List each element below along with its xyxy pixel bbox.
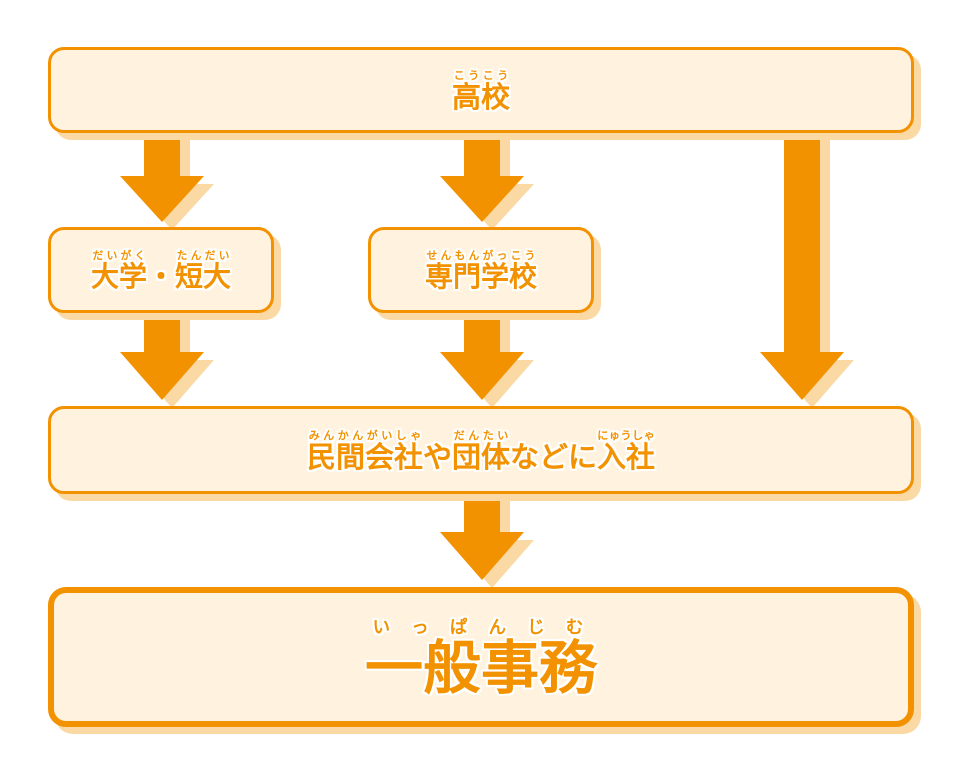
vocational-school-label: 専門学校せんもんがっこう	[424, 249, 537, 293]
general-office-node: 一般事務いっぱんじむ	[48, 587, 914, 727]
arrow-univ-job	[120, 310, 204, 400]
join-company-ruby: にゅうしゃ	[597, 428, 656, 442]
junior-college-ruby: たんだい	[175, 249, 232, 262]
arrow-job-gen	[440, 489, 524, 580]
arrows	[120, 132, 844, 580]
general-office-label: 一般事務いっぱんじむ	[364, 617, 597, 702]
university-node: 大学だいがく・短大たんだい	[48, 227, 274, 313]
private-company-ruby: みんかんがいしゃ	[306, 428, 423, 442]
general-office-ruby: いっぱんじむ	[364, 617, 597, 638]
arrow-hs-job	[760, 132, 844, 400]
university-ruby: だいがく	[90, 249, 147, 262]
employment-node: 民間会社みんかんがいしゃや団体だんたいなどに入社にゅうしゃ	[48, 406, 914, 494]
vocational-school-node: 専門学校せんもんがっこう	[368, 227, 594, 313]
arrow-hs-univ	[120, 132, 204, 222]
high-school-label: 高校こうこう	[451, 68, 510, 114]
employment-label: 民間会社みんかんがいしゃや団体だんたいなどに入社にゅうしゃ	[306, 428, 656, 474]
high-school-ruby: こうこう	[451, 68, 510, 82]
university-label: 大学だいがく・短大たんだい	[90, 249, 232, 293]
arrow-voc-job	[440, 310, 524, 400]
high-school-node: 高校こうこう	[48, 47, 914, 133]
arrow-hs-voc	[440, 132, 524, 222]
organization-ruby: だんたい	[451, 428, 510, 442]
vocational-school-ruby: せんもんがっこう	[424, 249, 537, 262]
